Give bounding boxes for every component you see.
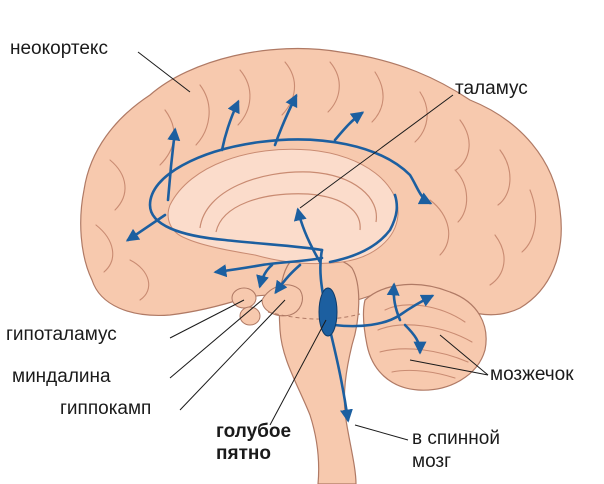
label-neocortex: неокортекс (10, 38, 108, 59)
cerebellum (362, 283, 487, 391)
leader-cerebellum-b (409, 359, 489, 376)
label-hypothalamus: гипоталамус (6, 324, 117, 345)
label-spinal-cord-line1: в спинной (412, 428, 500, 449)
leader-amygdala (169, 299, 263, 379)
leader-hypothalamus (169, 299, 245, 339)
label-spinal-cord-line2: мозг (412, 451, 452, 472)
label-locus-coeruleus-line2: пятно (216, 443, 271, 464)
label-cerebellum: мозжечок (490, 364, 574, 385)
amygdala (239, 306, 261, 326)
label-hippocampus: гиппокамп (60, 398, 152, 419)
leader-locus-coeruleus (269, 319, 327, 426)
leader-neocortex (137, 51, 191, 93)
leader-cerebellum-a (439, 334, 489, 376)
label-amygdala: миндалина (12, 366, 111, 387)
corpus-callosum (199, 171, 377, 229)
hypothalamus (231, 287, 257, 309)
label-thalamus: таламус (455, 78, 528, 99)
brainstem (278, 256, 360, 484)
leader-hippocampus (179, 299, 286, 411)
label-locus-coeruleus-line1: голубое (216, 421, 292, 442)
leader-thalamus (299, 94, 454, 209)
leader-spinal-cord (354, 424, 409, 441)
